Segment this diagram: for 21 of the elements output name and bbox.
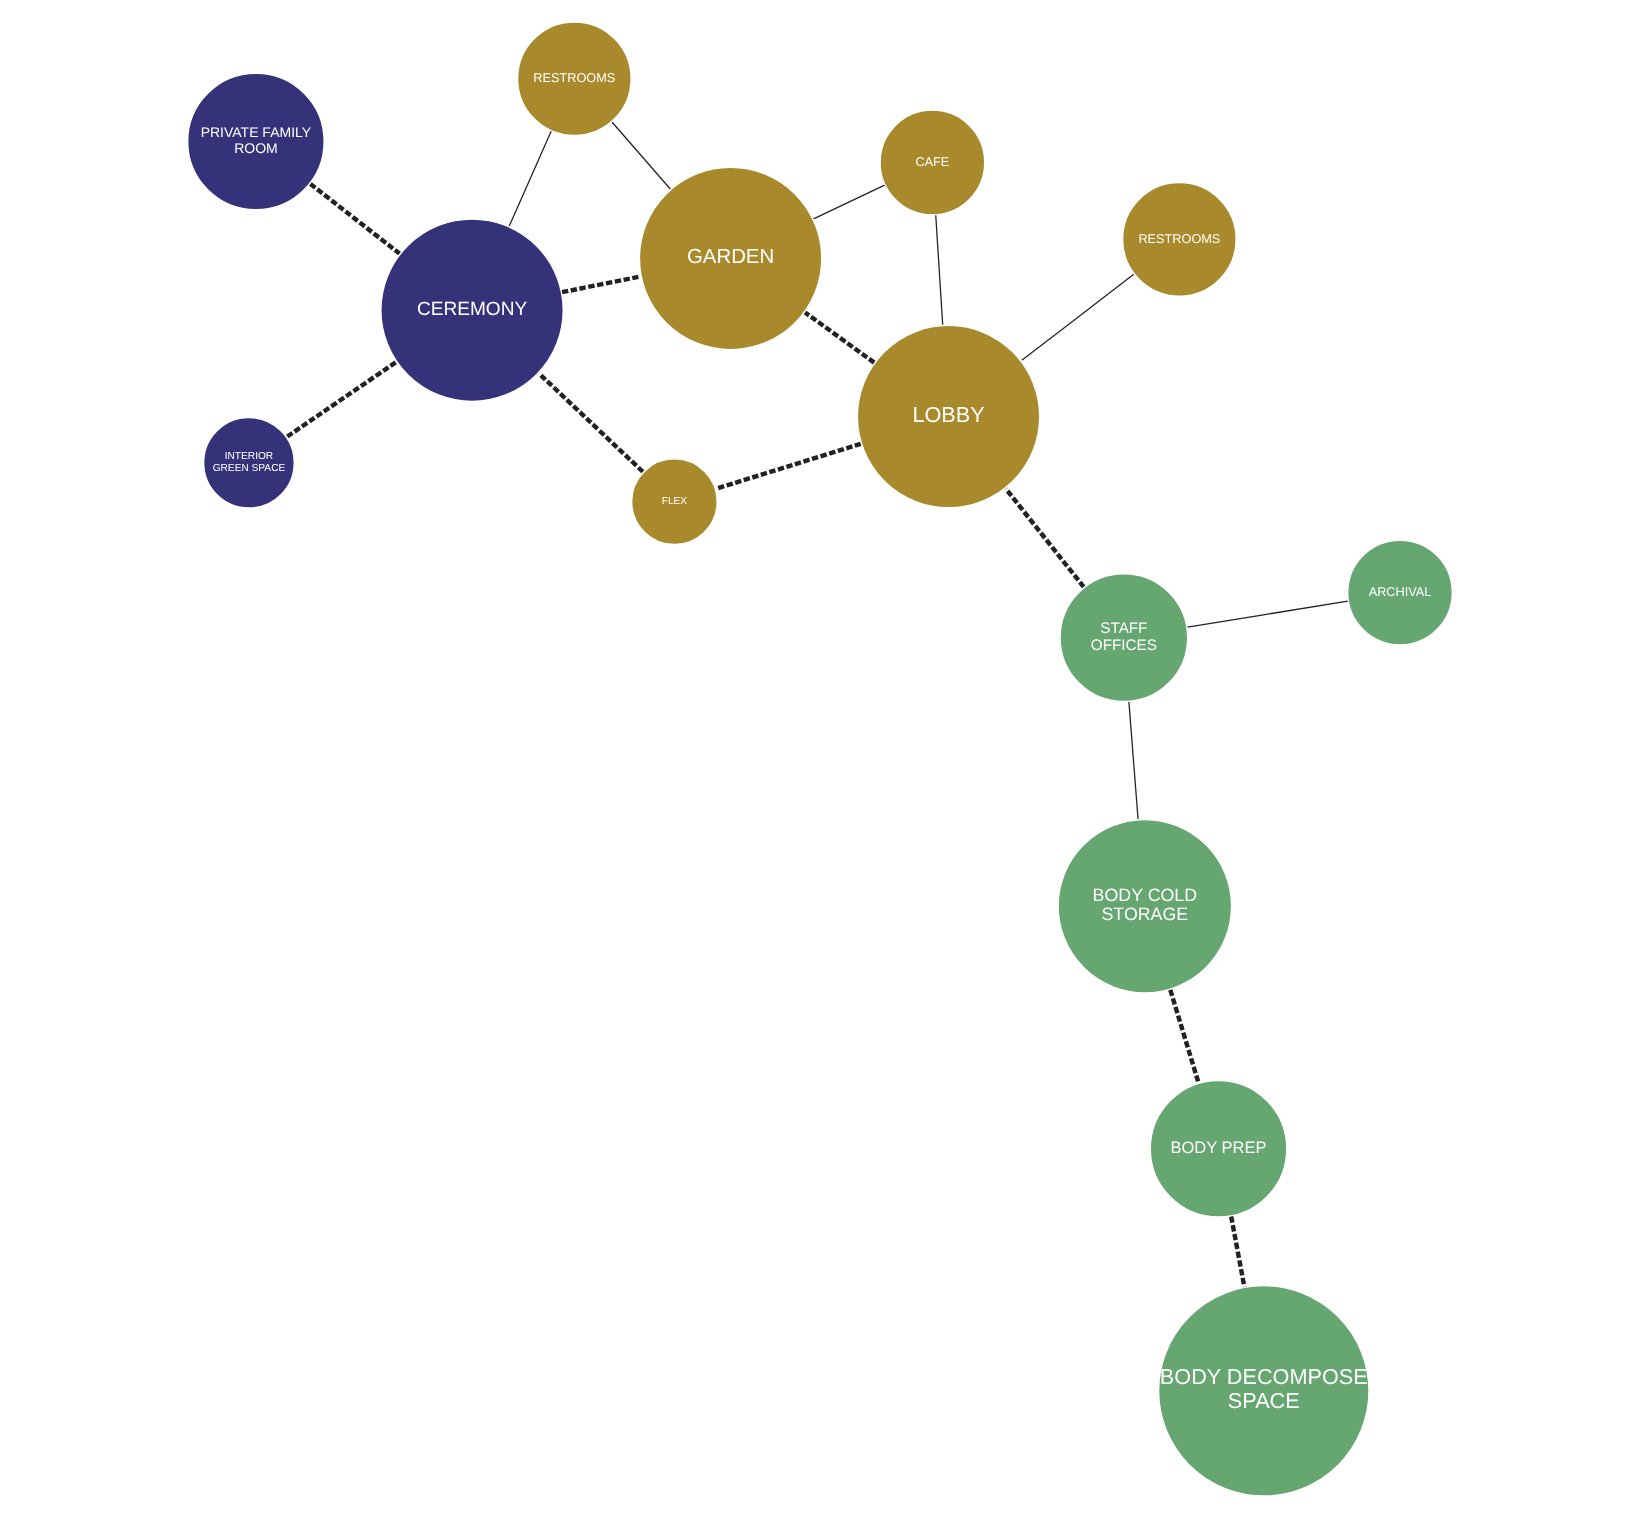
connector	[1228, 1216, 1246, 1288]
connector	[308, 182, 400, 256]
connector	[1185, 600, 1348, 628]
connector	[802, 310, 875, 365]
connector	[507, 130, 551, 227]
connector	[934, 214, 943, 326]
connector	[610, 121, 670, 190]
connector	[536, 371, 644, 474]
node-circle: CEREMONY	[378, 217, 565, 404]
connector	[1020, 273, 1134, 361]
connector	[1003, 487, 1085, 589]
connector	[714, 441, 861, 491]
node-circle: BODY COLD STORAGE	[1055, 817, 1233, 995]
node-circle: BODY DECOMPOSE SPACE	[1155, 1283, 1370, 1498]
connector	[811, 184, 885, 220]
node-circle: GARDEN	[636, 165, 823, 352]
connector	[1127, 701, 1138, 820]
connector	[1167, 989, 1200, 1084]
connector	[560, 274, 640, 295]
connector	[285, 360, 397, 439]
node-circle: LOBBY	[854, 323, 1041, 510]
